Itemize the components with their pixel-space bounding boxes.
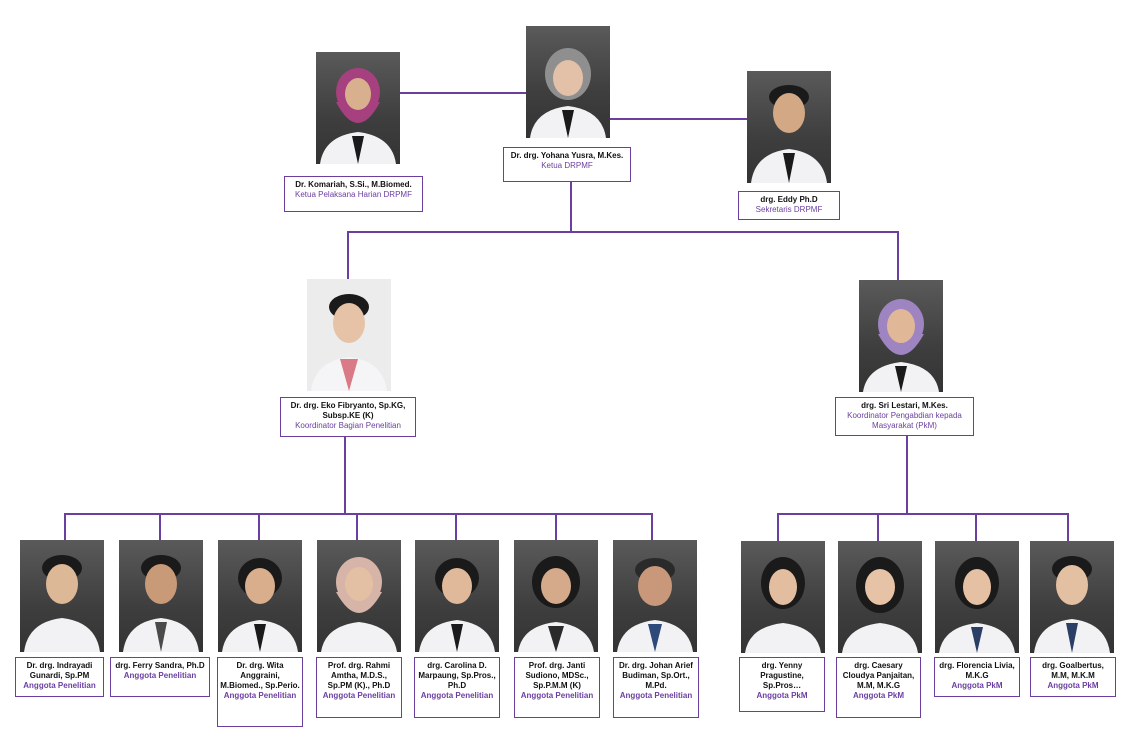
pkm-member-1-name: drg. Yenny Pragustine, Sp.Pros…: [760, 661, 804, 690]
research-member-3-name: Dr. drg. Wita Anggraini, M.Biomed., Sp.P…: [220, 661, 300, 690]
research-member-2-role: Anggota Penelitian: [123, 671, 197, 680]
card-pkm-coordinator: drg. Sri Lestari, M.Kes. Koordinator Pen…: [835, 397, 974, 436]
card-research-member-1: Dr. drg. Indrayadi Gunardi, Sp.PM Anggot…: [15, 657, 104, 697]
secretary-role: Sekretaris DRPMF: [755, 205, 823, 214]
research-member-1-name: Dr. drg. Indrayadi Gunardi, Sp.PM: [26, 661, 93, 680]
connector-pm-3: [975, 513, 977, 541]
card-research-member-3: Dr. drg. Wita Anggraini, M.Biomed., Sp.P…: [217, 657, 303, 727]
research-member-7-role: Anggota Penelitian: [619, 691, 693, 700]
card-research-member-4: Prof. drg. Rahmi Amtha, M.D.S., Sp.PM (K…: [316, 657, 402, 718]
pkm-coordinator-role: Koordinator Pengabdian kepada Masyarakat…: [847, 411, 962, 430]
card-research-member-7: Dr. drg. Johan Arief Budiman, Sp.Ort., M…: [613, 657, 699, 718]
research-member-6-role: Anggota Penelitian: [520, 691, 594, 700]
connector-coordinators-bar: [347, 231, 899, 233]
photo-research-member-3: [218, 540, 302, 652]
connector-head-right: [609, 118, 747, 120]
research-member-4-name: Prof. drg. Rahmi Amtha, M.D.S., Sp.PM (K…: [327, 661, 391, 690]
photo-vice: [316, 52, 400, 164]
photo-pkm-member-4: [1030, 541, 1114, 653]
card-pkm-member-1: drg. Yenny Pragustine, Sp.Pros… Anggota …: [739, 657, 825, 712]
research-member-2-name: drg. Ferry Sandra, Ph.D: [115, 661, 205, 670]
connector-rm-4: [356, 513, 358, 541]
photo-head: [526, 26, 610, 138]
connector-rm-6: [555, 513, 557, 541]
photo-research-member-2: [119, 540, 203, 652]
head-role: Ketua DRPMF: [541, 161, 593, 170]
photo-pkm-member-3: [935, 541, 1019, 653]
research-member-3-role: Anggota Penelitian: [223, 691, 297, 700]
research-coordinator-role: Koordinator Bagian Penelitian: [295, 421, 401, 430]
connector-rm-2: [159, 513, 161, 541]
card-pkm-member-4: drg. Goalbertus, M.M, M.K.M Anggota PkM: [1030, 657, 1116, 697]
connector-research-bar: [64, 513, 653, 515]
pkm-member-4-name: drg. Goalbertus, M.M, M.K.M: [1042, 661, 1104, 680]
photo-research-member-4: [317, 540, 401, 652]
connector-pkm-drop: [897, 231, 899, 281]
head-name: Dr. drg. Yohana Yusra, M.Kes.: [510, 151, 624, 160]
connector-pkm-bar: [777, 513, 1069, 515]
connector-head-down: [570, 181, 572, 232]
connector-pm-4: [1067, 513, 1069, 541]
connector-pm-2: [877, 513, 879, 541]
vice-role: Ketua Pelaksana Harian DRPMF: [295, 190, 412, 199]
photo-research-member-6: [514, 540, 598, 652]
connector-pm-1: [777, 513, 779, 541]
connector-rm-5: [455, 513, 457, 541]
vice-name: Dr. Komariah, S.Si., M.Biomed.: [295, 180, 412, 189]
pkm-member-1-role: Anggota PkM: [756, 691, 808, 700]
photo-research-member-7: [613, 540, 697, 652]
card-research-coordinator: Dr. drg. Eko Fibryanto, Sp.KG, Subsp.KE …: [280, 397, 416, 437]
connector-rm-1: [64, 513, 66, 541]
research-member-1-role: Anggota Penelitian: [23, 681, 96, 690]
research-coordinator-name: Dr. drg. Eko Fibryanto, Sp.KG, Subsp.KE …: [290, 401, 406, 420]
research-member-6-name: Prof. drg. Janti Sudiono, MDSc., Sp.P.M.…: [525, 661, 589, 690]
secretary-name: drg. Eddy Ph.D: [760, 195, 818, 204]
pkm-member-4-role: Anggota PkM: [1047, 681, 1099, 690]
research-member-5-name: drg. Carolina D. Marpaung, Sp.Pros., Ph.…: [418, 661, 496, 690]
pkm-member-3-role: Anggota PkM: [951, 681, 1003, 690]
card-research-member-5: drg. Carolina D. Marpaung, Sp.Pros., Ph.…: [414, 657, 500, 718]
pkm-member-2-name: drg. Caesary Cloudya Panjaitan, M.M, M.K…: [842, 661, 915, 690]
connector-research-down: [344, 437, 346, 514]
pkm-member-3-name: drg. Florencia Livia, M.K.G: [939, 661, 1015, 680]
card-pkm-member-2: drg. Caesary Cloudya Panjaitan, M.M, M.K…: [836, 657, 921, 718]
connector-rm-7: [651, 513, 653, 541]
photo-pkm-member-1: [741, 541, 825, 653]
pkm-coordinator-name: drg. Sri Lestari, M.Kes.: [861, 401, 948, 410]
card-research-member-6: Prof. drg. Janti Sudiono, MDSc., Sp.P.M.…: [514, 657, 600, 718]
card-pkm-member-3: drg. Florencia Livia, M.K.G Anggota PkM: [934, 657, 1020, 697]
photo-research-member-1: [20, 540, 104, 652]
research-member-7-name: Dr. drg. Johan Arief Budiman, Sp.Ort., M…: [619, 661, 693, 690]
photo-pkm-coordinator: [859, 280, 943, 392]
photo-research-coordinator: [307, 279, 391, 391]
card-secretary: drg. Eddy Ph.D Sekretaris DRPMF: [738, 191, 840, 220]
photo-pkm-member-2: [838, 541, 922, 653]
connector-research-drop: [347, 231, 349, 280]
photo-secretary: [747, 71, 831, 183]
connector-head-left: [400, 92, 526, 94]
connector-pkm-down: [906, 435, 908, 514]
research-member-4-role: Anggota Penelitian: [322, 691, 396, 700]
connector-rm-3: [258, 513, 260, 541]
card-head: Dr. drg. Yohana Yusra, M.Kes. Ketua DRPM…: [503, 147, 631, 182]
card-research-member-2: drg. Ferry Sandra, Ph.D Anggota Peneliti…: [110, 657, 210, 697]
pkm-member-2-role: Anggota PkM: [852, 691, 905, 700]
photo-research-member-5: [415, 540, 499, 652]
research-member-5-role: Anggota Penelitian: [420, 691, 494, 700]
card-vice: Dr. Komariah, S.Si., M.Biomed. Ketua Pel…: [284, 176, 423, 212]
